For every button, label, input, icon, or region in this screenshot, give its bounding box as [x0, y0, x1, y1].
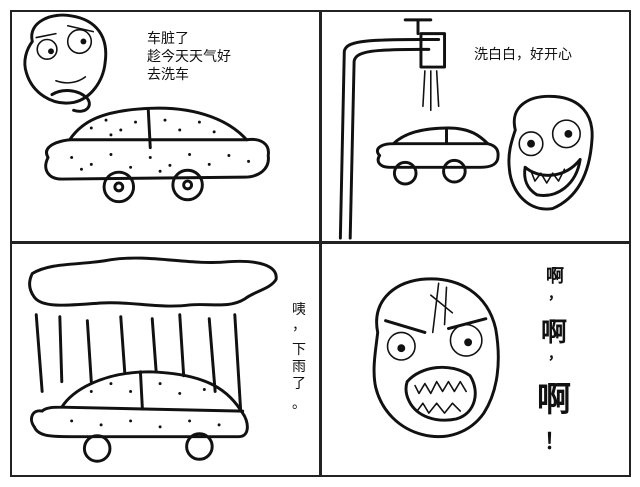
rain-cloud-over-car-drawing: [28, 256, 278, 463]
panel4-shout-char-2: ，: [548, 287, 562, 303]
panel4-shout-char-5: 啊: [537, 380, 571, 420]
comic-panel-1: 车脏了 趁今天天气好 去洗车: [10, 10, 321, 243]
panel2-caption: 洗白白，好开心: [474, 47, 572, 63]
rage-face-drawing: [372, 277, 500, 439]
panel4-shout-char-1: 啊: [546, 266, 564, 287]
panel4-shout-char-4: ，: [548, 347, 562, 363]
panel1-caption-line-1: 车脏了: [147, 31, 189, 47]
panel3-char-5: 了: [292, 376, 306, 392]
panel4-shout-char-6: ！: [543, 430, 566, 455]
panel1-caption-line-3: 去洗车: [147, 67, 189, 83]
faucet-clean-car-happy-face-drawing: [338, 18, 594, 240]
panel3-char-3: 下: [292, 342, 306, 358]
comic-panel-3: 咦 ， 下 雨 了 。: [10, 242, 321, 477]
panel4-shout-char-3: 啊: [540, 318, 567, 348]
comic-panel-2: 洗白白，好开心: [320, 10, 631, 243]
comic-panel-4: 啊 ， 啊 ， 啊 ！: [320, 242, 631, 477]
panel3-char-2: ，: [292, 318, 306, 334]
panel3-char-4: 雨: [292, 359, 306, 375]
panel3-char-6: 。: [292, 396, 306, 412]
panel3-char-1: 咦: [292, 302, 306, 318]
panel1-caption-line-2: 趁今天天气好: [147, 49, 231, 65]
thinking-face-and-dirty-car-drawing: [23, 13, 270, 204]
